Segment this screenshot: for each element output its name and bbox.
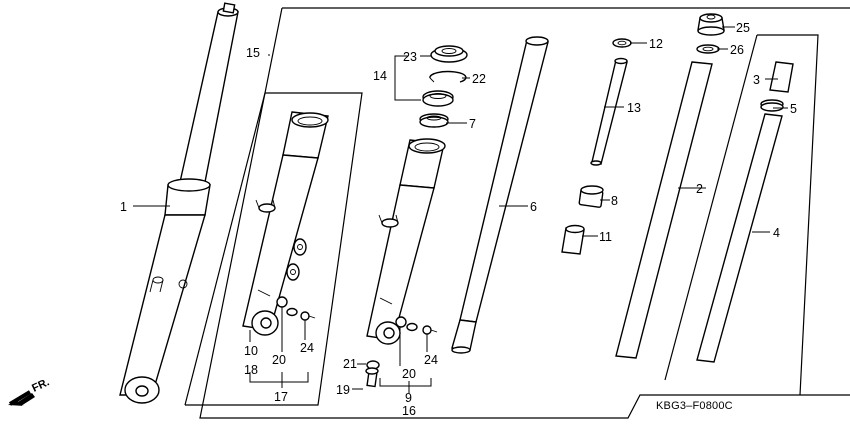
spring-collar-5	[760, 99, 784, 112]
spring-group-boundary	[664, 34, 819, 396]
dust-seal-23	[430, 45, 468, 63]
callout-8: 8	[611, 194, 618, 208]
complete-fork-assembly	[119, 2, 239, 404]
front-direction-arrow-icon	[8, 390, 35, 406]
callout-1: 1	[120, 200, 127, 214]
callout-16: 16	[402, 404, 416, 418]
callout-13: 13	[627, 101, 641, 115]
callout-11: 11	[599, 230, 612, 244]
diagram-code: KBG3–F0800C	[656, 400, 733, 412]
fork-spring-2	[615, 61, 713, 359]
callout-2: 2	[696, 182, 703, 196]
callout-15: 15	[246, 46, 260, 60]
callout-14: 14	[373, 69, 387, 83]
callout-20-left: 20	[272, 353, 286, 367]
damper-rod-13	[590, 57, 628, 166]
rebound-spring-8	[578, 185, 604, 208]
callout-23: 23	[403, 50, 417, 64]
callout-22: 22	[472, 72, 486, 86]
callout-24-left: 24	[300, 341, 314, 355]
callout-6: 6	[530, 200, 537, 214]
o-ring-26	[696, 44, 720, 54]
spring-seat-3	[769, 61, 794, 93]
assembly-boundary-17	[184, 92, 363, 406]
callout-25: 25	[736, 21, 750, 35]
callout-20-right: 20	[402, 367, 416, 381]
back-up-ring-7	[419, 113, 449, 128]
left-bolt-washer	[286, 307, 316, 321]
oil-lock-piece-11	[561, 224, 585, 255]
callout-3: 3	[753, 73, 760, 87]
callout-26: 26	[730, 43, 744, 57]
fork-spring-4	[696, 113, 783, 363]
callout-7: 7	[469, 117, 476, 131]
assembly-boundary-15	[199, 7, 850, 419]
right-bolt-washer	[365, 322, 438, 388]
callout-21: 21	[343, 357, 357, 371]
front-direction-label: FR.	[30, 376, 51, 394]
callout-10: 10	[244, 344, 258, 358]
oil-seal	[422, 90, 454, 107]
stopper-ring-22	[429, 70, 467, 83]
right-bottom-case	[366, 138, 446, 345]
fork-bolt-25	[697, 13, 725, 36]
callout-5: 5	[790, 102, 797, 116]
left-bottom-case	[242, 111, 329, 336]
callout-4: 4	[773, 226, 780, 240]
callout-12: 12	[649, 37, 663, 51]
callout-24-right: 24	[424, 353, 438, 367]
callout-18: 18	[244, 363, 258, 377]
fork-pipe-6	[451, 36, 549, 354]
callout-9: 9	[405, 391, 412, 405]
callout-19: 19	[336, 383, 350, 397]
leader-lines	[133, 26, 788, 393]
piston-ring-12	[612, 38, 632, 48]
callout-17: 17	[274, 390, 288, 404]
